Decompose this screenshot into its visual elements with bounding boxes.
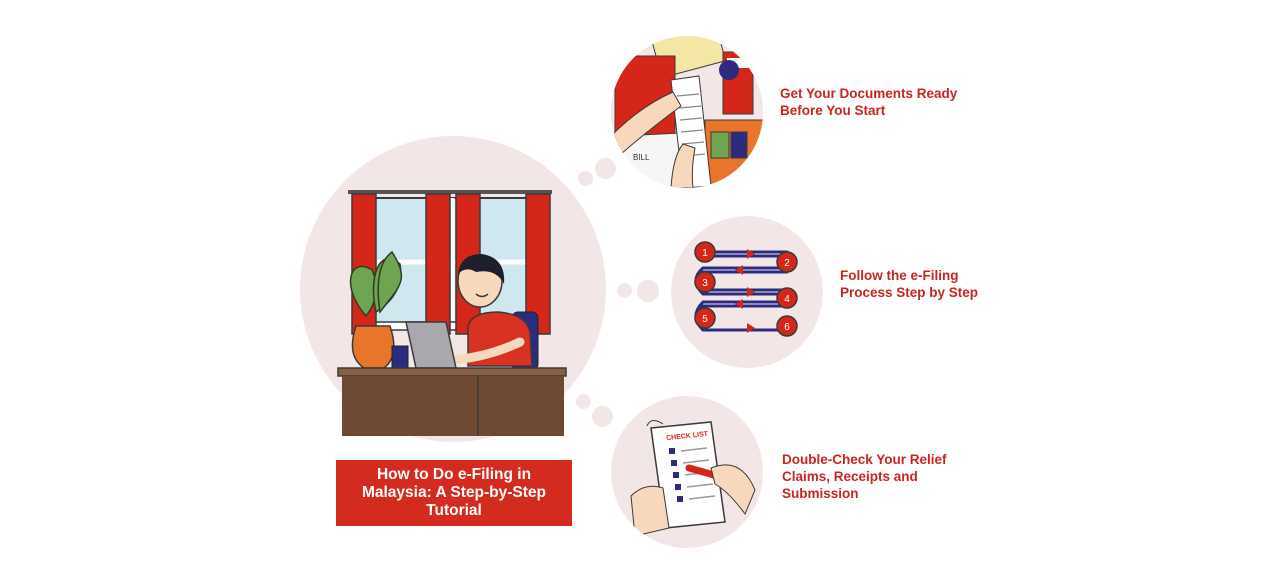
flow-number-5: 5 xyxy=(702,314,708,325)
curtain-rod xyxy=(348,190,552,194)
curtains xyxy=(351,193,551,335)
person-figure xyxy=(445,254,533,367)
thought-dot-1b xyxy=(595,158,616,179)
main-title-box: How to Do e-Filing in Malaysia: A Step-b… xyxy=(336,460,572,526)
flow-number-2: 2 xyxy=(784,258,790,269)
step-3-label: Double-Check Your Relief Claims, Receipt… xyxy=(782,452,947,501)
checklist-illustration-circle: CHECK LIST xyxy=(611,396,763,548)
process-steps-diagram: 1 2 3 4 5 6 xyxy=(694,241,798,337)
vase xyxy=(351,325,395,369)
documents-receipt-icon: BILL xyxy=(611,36,763,188)
bill-text: BILL xyxy=(633,153,650,162)
flow-number-3: 3 xyxy=(702,278,708,289)
cup-icon xyxy=(391,345,409,369)
thought-dot-3b xyxy=(592,406,613,427)
desk-body xyxy=(342,376,564,436)
checklist-icon: CHECK LIST xyxy=(630,420,756,537)
plant-icon xyxy=(349,250,403,318)
person-at-desk-illustration xyxy=(337,190,567,436)
flow-number-4: 4 xyxy=(784,294,790,305)
thought-dot-1a xyxy=(578,171,593,186)
step-1-label: Get Your Documents Ready Before You Star… xyxy=(780,86,958,118)
step-2-label: Follow the e-Filing Process Step by Step xyxy=(840,268,979,300)
flow-number-6: 6 xyxy=(784,322,790,333)
documents-illustration-circle: BILL xyxy=(611,36,763,188)
process-flow-circle: 1 2 3 4 5 6 xyxy=(671,216,823,368)
thought-dot-2a xyxy=(617,283,632,298)
desk xyxy=(337,367,567,377)
thought-dot-2b xyxy=(637,280,659,302)
flow-number-1: 1 xyxy=(702,248,708,259)
checklist-title: CHECK LIST xyxy=(666,431,709,442)
thought-dot-3a xyxy=(576,394,591,409)
page-title: How to Do e-Filing in Malaysia: A Step-b… xyxy=(361,466,547,519)
